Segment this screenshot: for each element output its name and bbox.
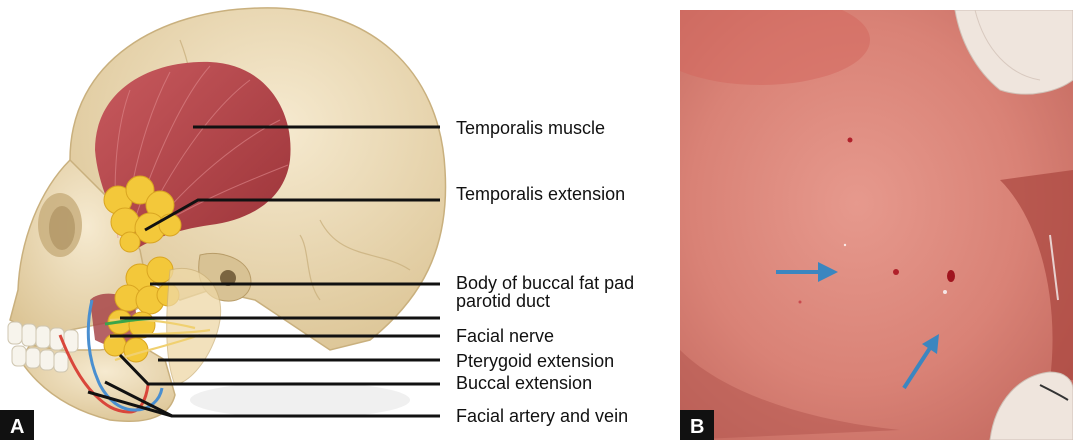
label-buccal-extension: Buccal extension bbox=[456, 373, 592, 393]
intraoral-photo bbox=[650, 0, 1073, 440]
labels: Temporalis muscle Temporalis extension B… bbox=[456, 118, 634, 426]
panel-a-letter: A bbox=[10, 416, 24, 438]
panel-a-letter-badge: A bbox=[0, 410, 34, 440]
label-body-of-buccal-fat-pad: Body of buccal fat pad bbox=[456, 273, 634, 293]
panel-a: Temporalis muscle Temporalis extension B… bbox=[0, 8, 634, 440]
panel-b-letter-badge: B bbox=[680, 410, 714, 440]
label-facial-nerve: Facial nerve bbox=[456, 326, 554, 346]
label-temporalis-muscle: Temporalis muscle bbox=[456, 118, 605, 138]
panel-b: B bbox=[650, 0, 1073, 440]
label-facial-artery-and-vein: Facial artery and vein bbox=[456, 406, 628, 426]
label-temporalis-extension: Temporalis extension bbox=[456, 184, 625, 204]
photo-incision-point bbox=[947, 270, 955, 282]
label-parotid-duct: parotid duct bbox=[456, 291, 550, 311]
label-pterygoid-extension: Pterygoid extension bbox=[456, 351, 614, 371]
panel-b-letter: B bbox=[690, 416, 704, 438]
